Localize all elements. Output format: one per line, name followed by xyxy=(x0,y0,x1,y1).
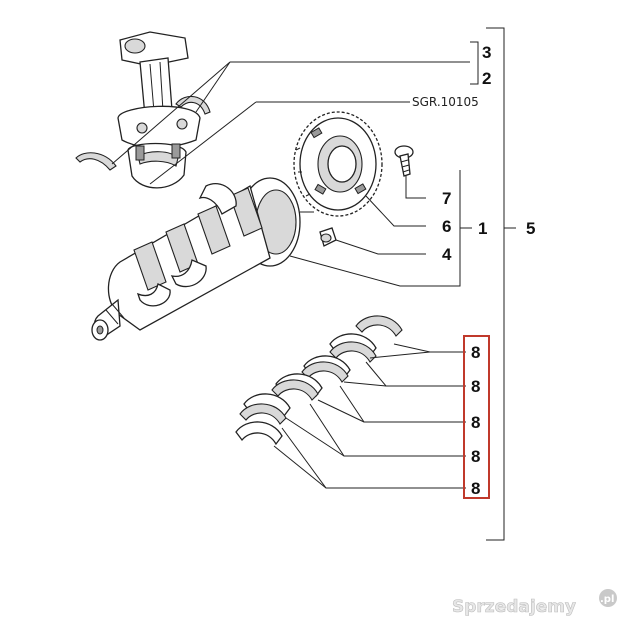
watermark-text: Sprzedajemy xyxy=(452,597,576,617)
dowel-pin xyxy=(319,227,337,247)
bearing-shell-pair-5 xyxy=(235,403,287,446)
label-7: 7 xyxy=(442,189,451,208)
label-6: 6 xyxy=(442,217,451,236)
label-1: 1 xyxy=(478,219,487,238)
label-8-4: 8 xyxy=(471,447,480,466)
label-8-5: 8 xyxy=(471,479,480,498)
timing-gear xyxy=(293,111,383,217)
leader-lines xyxy=(111,27,516,541)
crankshaft xyxy=(91,177,301,341)
label-4: 4 xyxy=(442,245,452,264)
main-bearing-shells xyxy=(235,315,403,446)
rod-bearing-shell-lower xyxy=(75,152,117,171)
gear-bolt xyxy=(394,145,414,177)
watermark: Sprzedajemy .pl xyxy=(452,589,617,617)
highlight-box xyxy=(463,335,490,499)
connecting-rod-cap xyxy=(127,142,187,189)
reference-code: SGR.10105 xyxy=(412,95,479,109)
connecting-rod xyxy=(117,31,201,149)
label-8-3: 8 xyxy=(471,413,480,432)
label-2: 2 xyxy=(482,69,491,88)
label-8-1: 8 xyxy=(471,343,480,362)
label-5: 5 xyxy=(526,219,535,238)
label-3: 3 xyxy=(482,43,491,62)
watermark-badge xyxy=(599,589,617,607)
label-8-2: 8 xyxy=(471,377,480,396)
watermark-suffix: .pl xyxy=(600,594,614,605)
